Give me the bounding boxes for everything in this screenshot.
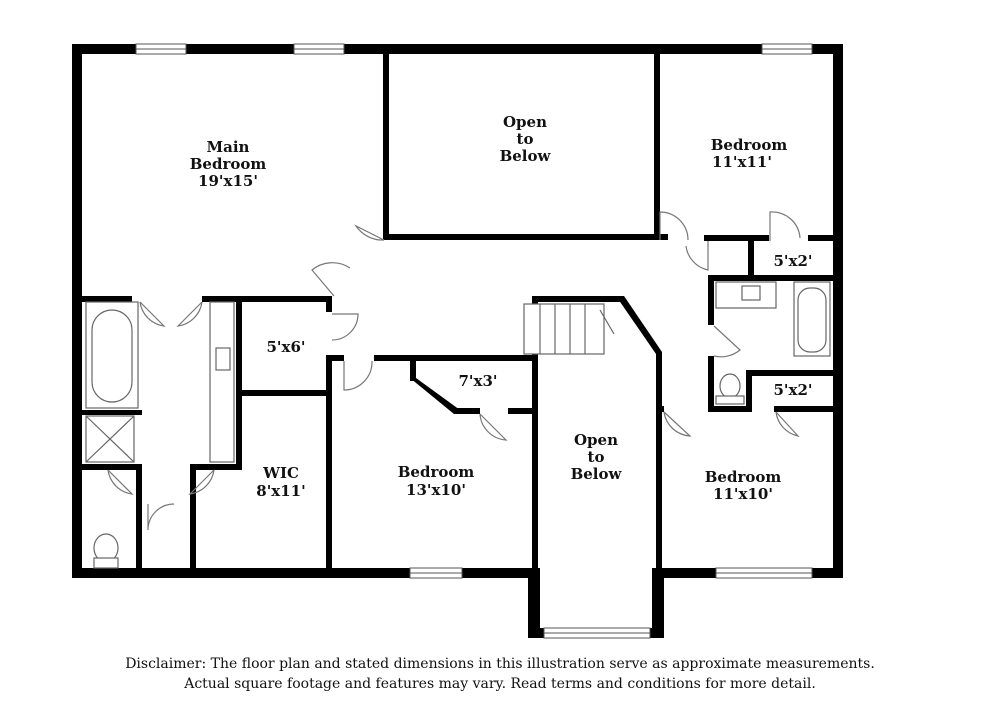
sink (215, 347, 231, 371)
closet-e-size: 5'x2' (773, 381, 812, 399)
wall (383, 234, 660, 240)
wall (746, 370, 833, 376)
toilet (719, 373, 741, 399)
bathtub-basin (91, 309, 133, 403)
wall (454, 408, 480, 414)
wall (708, 275, 833, 281)
wall (190, 464, 196, 570)
interior-walls (82, 54, 833, 570)
wall (708, 275, 714, 325)
toilet-tank (715, 395, 745, 405)
windows (135, 43, 813, 639)
door-swing (311, 262, 351, 297)
wall (190, 464, 242, 470)
wall (136, 464, 142, 570)
wall (746, 370, 752, 412)
wall (808, 235, 833, 241)
wall-bay-right (652, 568, 664, 638)
door-swing (775, 411, 800, 437)
door-swing (713, 325, 741, 358)
wall (82, 296, 132, 302)
exterior-walls (72, 44, 843, 638)
open-below-top-1: Open (503, 113, 547, 131)
wall (326, 296, 332, 312)
wall (708, 406, 752, 412)
wall (748, 235, 754, 281)
door-swing (107, 469, 134, 495)
open-below-center-1: Open (574, 431, 618, 449)
doors (107, 211, 801, 531)
door-swing (659, 211, 689, 241)
wall-left (72, 44, 82, 578)
wall (383, 54, 389, 240)
open-below-center-3: Below (571, 465, 623, 483)
door-swing (331, 313, 359, 341)
open-below-center-2: to (588, 448, 605, 466)
wall (708, 356, 714, 412)
bathtub-basin (797, 287, 827, 353)
main-bedroom-size: 19'x15' (198, 172, 258, 190)
door-swing (663, 411, 692, 437)
toilet-tank (93, 557, 119, 569)
open-below-top-3: Below (500, 147, 552, 165)
vanity (209, 301, 235, 463)
door-swing (188, 469, 215, 495)
wall (202, 296, 330, 302)
open-below-top-2: to (517, 130, 534, 148)
disclaimer-line-1: Disclaimer: The floor plan and stated di… (125, 656, 875, 672)
door-swing (343, 360, 373, 391)
wic-name: WIC (262, 464, 299, 482)
door-swing (769, 211, 801, 241)
fixtures (85, 281, 831, 569)
wall-top (72, 44, 843, 54)
door-swing (354, 224, 385, 241)
main-bedroom-name-2: Bedroom (190, 155, 267, 173)
closet-ne-size: 5'x2' (773, 252, 812, 270)
wall (82, 410, 142, 415)
closet-small-size: 7'x3' (458, 372, 497, 390)
door-swing (479, 413, 508, 441)
wall (326, 355, 332, 570)
bedroom-ne-name: Bedroom (711, 136, 788, 154)
sink (741, 285, 761, 301)
wall-right (833, 44, 843, 578)
wall (82, 464, 108, 470)
wall (508, 408, 538, 414)
wall (236, 296, 242, 470)
wall (660, 234, 668, 240)
bedroom-center-size: 13'x10' (406, 481, 466, 499)
wall (532, 296, 538, 570)
wall (656, 408, 662, 570)
disclaimer-line-2: Actual square footage and features may v… (184, 676, 816, 692)
wall (82, 464, 142, 470)
wall (616, 296, 662, 410)
door-swing (147, 503, 175, 531)
wall (236, 390, 332, 396)
wall (708, 406, 714, 412)
closet-mid-size: 5'x6' (266, 338, 305, 356)
wall (532, 296, 622, 302)
wall (410, 378, 460, 414)
wic-size: 8'x11' (256, 482, 305, 500)
bedroom-se-name: Bedroom (705, 468, 782, 486)
door-swing (176, 301, 203, 327)
bedroom-se-size: 11'x10' (713, 485, 773, 503)
stairs (523, 303, 605, 355)
wall (374, 355, 538, 361)
wall-bay-left (528, 568, 540, 638)
wall (704, 235, 769, 241)
wall (410, 355, 416, 381)
main-bedroom-name-1: Main (207, 138, 250, 156)
door-swing (139, 301, 166, 327)
wall (654, 54, 660, 240)
bedroom-center-name: Bedroom (398, 463, 475, 481)
door-swing (685, 241, 709, 271)
room-labels: Main Bedroom 19'x15' Open to Below Bedro… (190, 113, 813, 503)
wall (328, 355, 344, 361)
wall (774, 406, 833, 412)
wall-bottom-left (72, 568, 540, 578)
bedroom-ne-size: 11'x11' (712, 153, 772, 171)
